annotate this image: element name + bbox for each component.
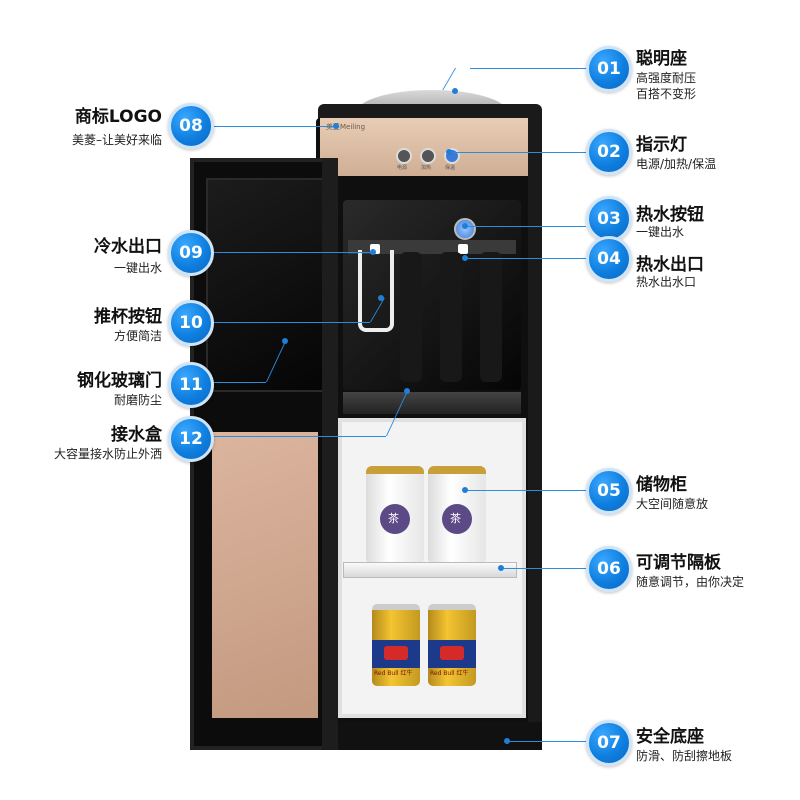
- callout-badge-06: 06: [586, 546, 632, 592]
- callout-badge-01: 01: [586, 46, 632, 92]
- cup-push-lever-icon: [358, 250, 394, 332]
- indicator-label-warm: 保温: [445, 165, 456, 171]
- callout-badge-08: 08: [168, 103, 214, 149]
- brand-logo: 美菱Meiling: [326, 123, 366, 131]
- callout-title-03: 热水按钮: [636, 205, 704, 225]
- callout-badge-07: 07: [586, 720, 632, 766]
- tea-can: 茶: [428, 466, 486, 564]
- callout-sub-02: 电源/加热/保温: [636, 157, 717, 171]
- heating-indicator-icon: [420, 148, 436, 164]
- door-lower-panel: [212, 432, 318, 718]
- red-can-label: Red Bull 红牛: [374, 670, 413, 677]
- tea-can-label: 茶: [450, 512, 461, 525]
- callout-sub-01b: 百搭不变形: [636, 87, 697, 101]
- callout-title-02: 指示灯: [636, 135, 687, 155]
- callout-title-04: 热水出口: [636, 255, 704, 275]
- callout-title-08: 商标LOGO: [74, 107, 162, 127]
- tea-can-label: 茶: [388, 512, 399, 525]
- callout-sub-10: 方便简洁: [113, 329, 162, 343]
- callout-title-01: 聪明座: [636, 49, 687, 69]
- callout-title-12: 接水盒: [111, 425, 162, 445]
- callout-badge-09: 09: [168, 230, 214, 276]
- callout-title-09: 冷水出口: [94, 237, 162, 257]
- bull-logo-icon: [384, 646, 408, 660]
- tea-seal-icon: [442, 504, 472, 534]
- bull-logo-icon: [440, 646, 464, 660]
- indicator-label-heat: 加热: [421, 165, 432, 171]
- adjustable-shelf: [343, 562, 517, 578]
- callout-sub-08: 美菱–让美好来临: [71, 133, 162, 147]
- callout-title-07: 安全底座: [636, 727, 704, 747]
- door-upper-glass: [206, 178, 326, 392]
- callout-title-10: 推杯按钮: [94, 307, 162, 327]
- callout-badge-11: 11: [168, 362, 214, 408]
- callout-sub-03: 一键出水: [636, 225, 685, 239]
- side-trim: [528, 118, 542, 722]
- callout-badge-10: 10: [168, 300, 214, 346]
- callout-badge-05: 05: [586, 468, 632, 514]
- drip-tray: [343, 392, 521, 414]
- callout-sub-11: 耐磨防尘: [113, 393, 162, 407]
- callout-sub-01a: 高强度耐压: [636, 71, 697, 85]
- callout-sub-07: 防滑、防刮擦地板: [636, 749, 733, 763]
- energy-drink-can: Red Bull 红牛: [372, 604, 420, 686]
- indicator-label-power: 电源: [397, 165, 408, 171]
- red-can-label: Red Bull 红牛: [430, 670, 469, 677]
- power-indicator-icon: [396, 148, 412, 164]
- callout-sub-12: 大容量接水防止外洒: [53, 447, 162, 461]
- inner-pipe: [440, 252, 462, 382]
- safety-base: [320, 722, 542, 750]
- door-edge: [322, 158, 338, 750]
- inner-pipe: [480, 252, 502, 382]
- hot-water-button-icon: [454, 218, 476, 240]
- callout-sub-06: 随意调节，由你决定: [636, 575, 745, 589]
- energy-drink-can: Red Bull 红牛: [428, 604, 476, 686]
- callout-badge-12: 12: [168, 416, 214, 462]
- callout-sub-05: 大空间随意放: [636, 497, 709, 511]
- callout-badge-04: 04: [586, 236, 632, 282]
- callout-title-11: 钢化玻璃门: [77, 371, 162, 391]
- callout-sub-09: 一键出水: [113, 261, 162, 275]
- inner-pipe: [400, 252, 422, 382]
- tea-can: 茶: [366, 466, 424, 564]
- callout-title-05: 储物柜: [636, 475, 687, 495]
- control-panel: 美菱Meiling 电源 加热 保温: [320, 118, 528, 176]
- callout-sub-04: 热水出水口: [636, 275, 697, 289]
- tea-seal-icon: [380, 504, 410, 534]
- top-cap: [318, 104, 542, 122]
- callout-title-06: 可调节隔板: [636, 553, 721, 573]
- hot-water-tap-icon: [458, 244, 468, 254]
- callout-badge-02: 02: [586, 129, 632, 175]
